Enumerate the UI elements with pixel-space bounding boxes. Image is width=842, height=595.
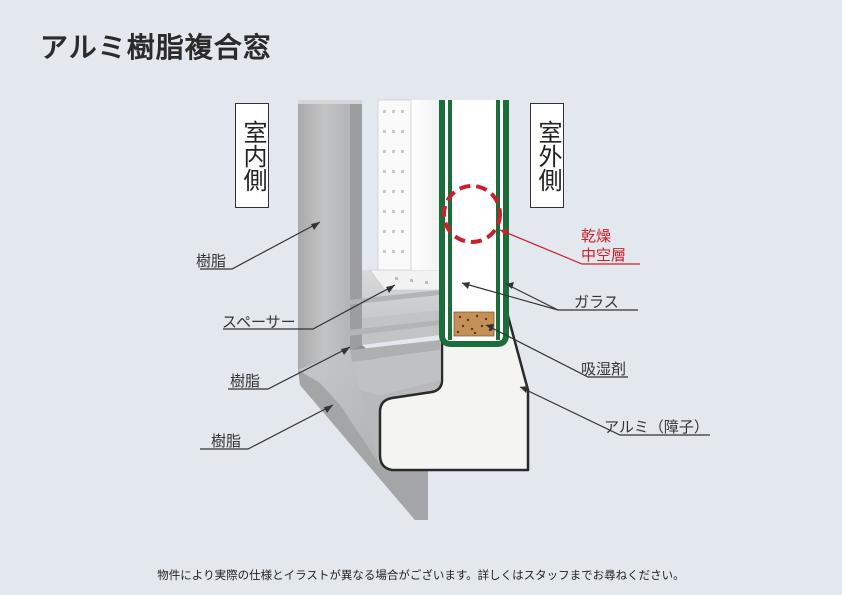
double-glazing-unit xyxy=(439,100,509,347)
callout-dry-air-line2: 中空層 xyxy=(581,246,627,264)
callout-resin-1: 樹脂 xyxy=(196,252,227,270)
callout-aluminum-sash: アルミ（障子） xyxy=(604,418,709,436)
dry-air-highlight-circle xyxy=(442,184,502,244)
callout-resin-2: 樹脂 xyxy=(230,372,261,390)
indoor-side-label: 室内側 xyxy=(235,103,269,208)
callout-glass: ガラス xyxy=(574,293,619,311)
dry-air-arrowhead xyxy=(500,229,508,236)
resin-frame xyxy=(298,100,362,370)
inner-glass xyxy=(410,100,442,270)
callout-resin-3: 樹脂 xyxy=(211,432,242,450)
outdoor-side-label: 室外側 xyxy=(530,103,564,208)
callout-dry-air-line1: 乾燥 xyxy=(581,227,612,245)
callout-desiccant: 吸湿剤 xyxy=(581,360,627,378)
desiccant-block xyxy=(453,311,495,337)
dry-air-leader xyxy=(499,229,640,265)
leader-arrowheads xyxy=(311,222,528,413)
spacer-strip xyxy=(369,99,456,291)
page-title: アルミ樹脂複合窓 xyxy=(40,31,272,64)
footer-disclaimer: 物件により実際の仕様とイラストが異なる場合がございます。詳しくはスタッフまでお尋… xyxy=(157,568,685,582)
callout-spacer: スペーサー xyxy=(222,313,296,331)
leader-lines xyxy=(200,221,710,450)
